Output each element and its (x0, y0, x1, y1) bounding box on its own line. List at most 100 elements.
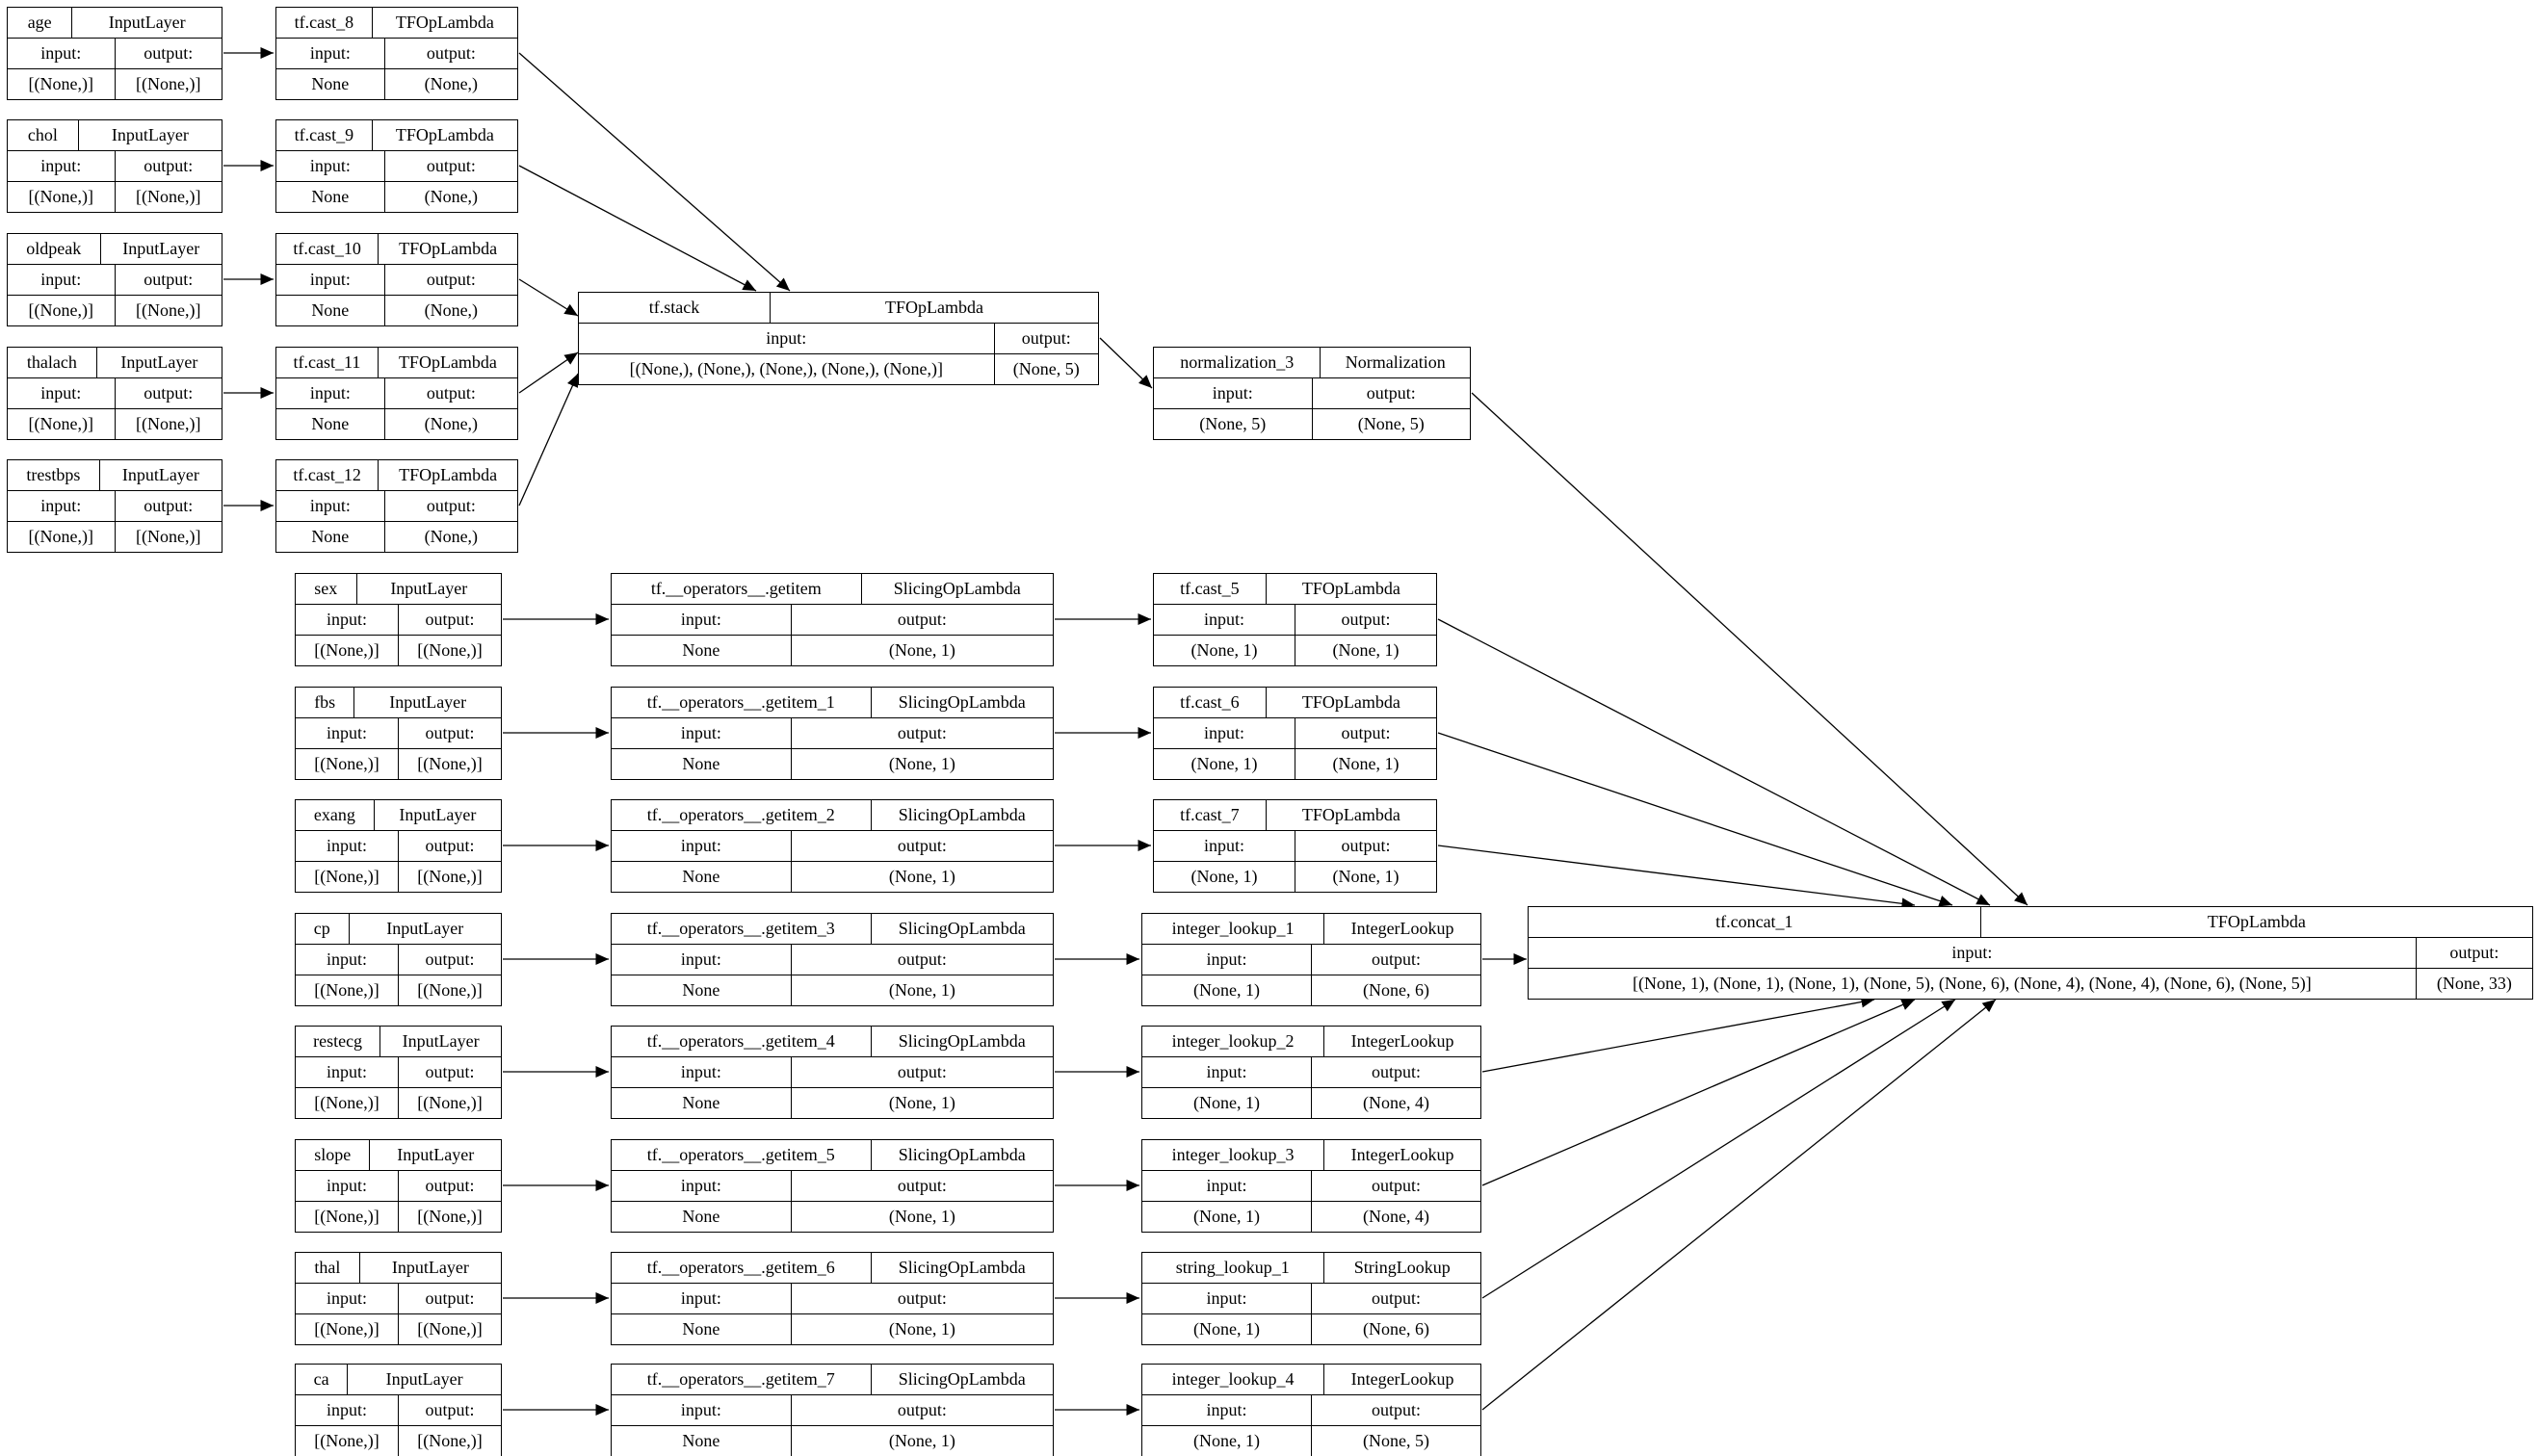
input-label: input: (7, 491, 116, 522)
layer-name: age (6, 7, 73, 39)
edge-cast6-to-concat (1437, 732, 1953, 907)
layer-class: TFOpLambda (1265, 799, 1438, 831)
edge-cast10-to-stack (518, 278, 579, 317)
input-label: input: (275, 151, 385, 182)
input-shape: None (611, 1425, 792, 1456)
layer-name: tf.concat_1 (1528, 906, 1981, 938)
input-shape: [(None,)] (7, 521, 116, 553)
layer-class: SlicingOpLambda (870, 799, 1055, 831)
layer-name: tf.cast_8 (275, 7, 373, 39)
layer-class: Normalization (1320, 347, 1471, 378)
input-label: input: (295, 1395, 399, 1426)
output-shape: [(None,)] (114, 181, 222, 213)
input-shape: [(None,)] (7, 295, 116, 326)
output-label: output: (993, 324, 1100, 354)
input-shape: [(None,)] (295, 1425, 399, 1456)
layer-class: InputLayer (358, 1252, 503, 1284)
input-label: input: (295, 1171, 399, 1202)
layer-class: IntegerLookup (1323, 1139, 1481, 1171)
layer-name: fbs (294, 687, 355, 718)
layer-name: thal (295, 1252, 360, 1284)
input-label: input: (1141, 1284, 1312, 1314)
layer-name: normalization_3 (1152, 347, 1321, 378)
layer-name: ca (294, 1364, 349, 1395)
output-label: output: (790, 718, 1055, 749)
input-label: input: (611, 1171, 792, 1202)
edge-cast12-to-stack (518, 373, 579, 507)
layer-class: SlicingOpLambda (870, 1139, 1055, 1171)
layer-name: thalach (7, 347, 97, 378)
layer-name: tf.__operators__.getitem_3 (611, 913, 872, 945)
output-shape: [(None,)] (398, 635, 502, 666)
edge-il2-to-concat (1481, 996, 1875, 1073)
layer-class: TFOpLambda (1979, 906, 2534, 938)
layer-class: InputLayer (347, 1364, 502, 1395)
output-shape: [(None,)] (398, 975, 502, 1006)
input-label: input: (1153, 605, 1295, 636)
output-shape: [(None,)] (398, 861, 502, 893)
output-label: output: (1311, 1395, 1481, 1426)
edge-cast5-to-concat (1437, 618, 1991, 906)
output-label: output: (398, 945, 502, 975)
output-shape: (None, 1) (790, 861, 1055, 893)
input-label: input: (7, 39, 116, 69)
layer-class: InputLayer (373, 799, 503, 831)
output-label: output: (398, 718, 502, 749)
input-shape: None (275, 68, 385, 100)
layer-name: integer_lookup_3 (1140, 1139, 1325, 1171)
output-shape: [(None,)] (114, 68, 222, 100)
output-label: output: (1311, 945, 1481, 975)
layer-name: tf.cast_7 (1153, 799, 1267, 831)
output-label: output: (383, 151, 519, 182)
layer-name: slope (294, 1139, 371, 1171)
output-shape: (None, 1) (1295, 635, 1437, 666)
layer-class: IntegerLookup (1323, 913, 1481, 945)
input-label: input: (295, 718, 399, 749)
output-shape: [(None,)] (114, 408, 222, 440)
output-label: output: (1295, 718, 1437, 749)
edge-sl1-to-concat (1481, 999, 1956, 1299)
output-shape: (None, 1) (790, 1313, 1055, 1345)
input-shape: [(None,)] (295, 635, 399, 666)
layer-class: SlicingOpLambda (870, 687, 1055, 718)
output-label: output: (1311, 378, 1471, 409)
input-shape: (None, 1) (1153, 748, 1295, 780)
input-shape: [(None,)] (295, 975, 399, 1006)
layer-name: tf.cast_12 (275, 459, 379, 491)
layer-name: chol (7, 119, 79, 151)
edge-cast9-to-stack (518, 165, 757, 292)
input-shape: None (275, 181, 385, 213)
output-label: output: (398, 605, 502, 636)
output-label: output: (790, 1395, 1055, 1426)
output-label: output: (1311, 1284, 1481, 1314)
output-shape: (None, 1) (1295, 861, 1437, 893)
layer-name: tf.__operators__.getitem (611, 573, 862, 605)
layer-class: SlicingOpLambda (870, 913, 1055, 945)
layer-name: integer_lookup_2 (1140, 1026, 1325, 1057)
output-shape: [(None,)] (114, 295, 222, 326)
output-label: output: (398, 1171, 502, 1202)
output-label: output: (1295, 605, 1437, 636)
input-label: input: (578, 324, 995, 354)
output-label: output: (383, 378, 519, 409)
input-label: input: (1141, 1171, 1312, 1202)
input-shape: [(None,)] (7, 181, 116, 213)
edge-cast8-to-stack (518, 52, 791, 292)
input-label: input: (611, 1395, 792, 1426)
output-label: output: (114, 39, 222, 69)
output-shape: (None, 1) (790, 1425, 1055, 1456)
layer-class: InputLayer (369, 1139, 502, 1171)
layer-class: InputLayer (98, 459, 223, 491)
layer-name: tf.stack (577, 292, 772, 324)
